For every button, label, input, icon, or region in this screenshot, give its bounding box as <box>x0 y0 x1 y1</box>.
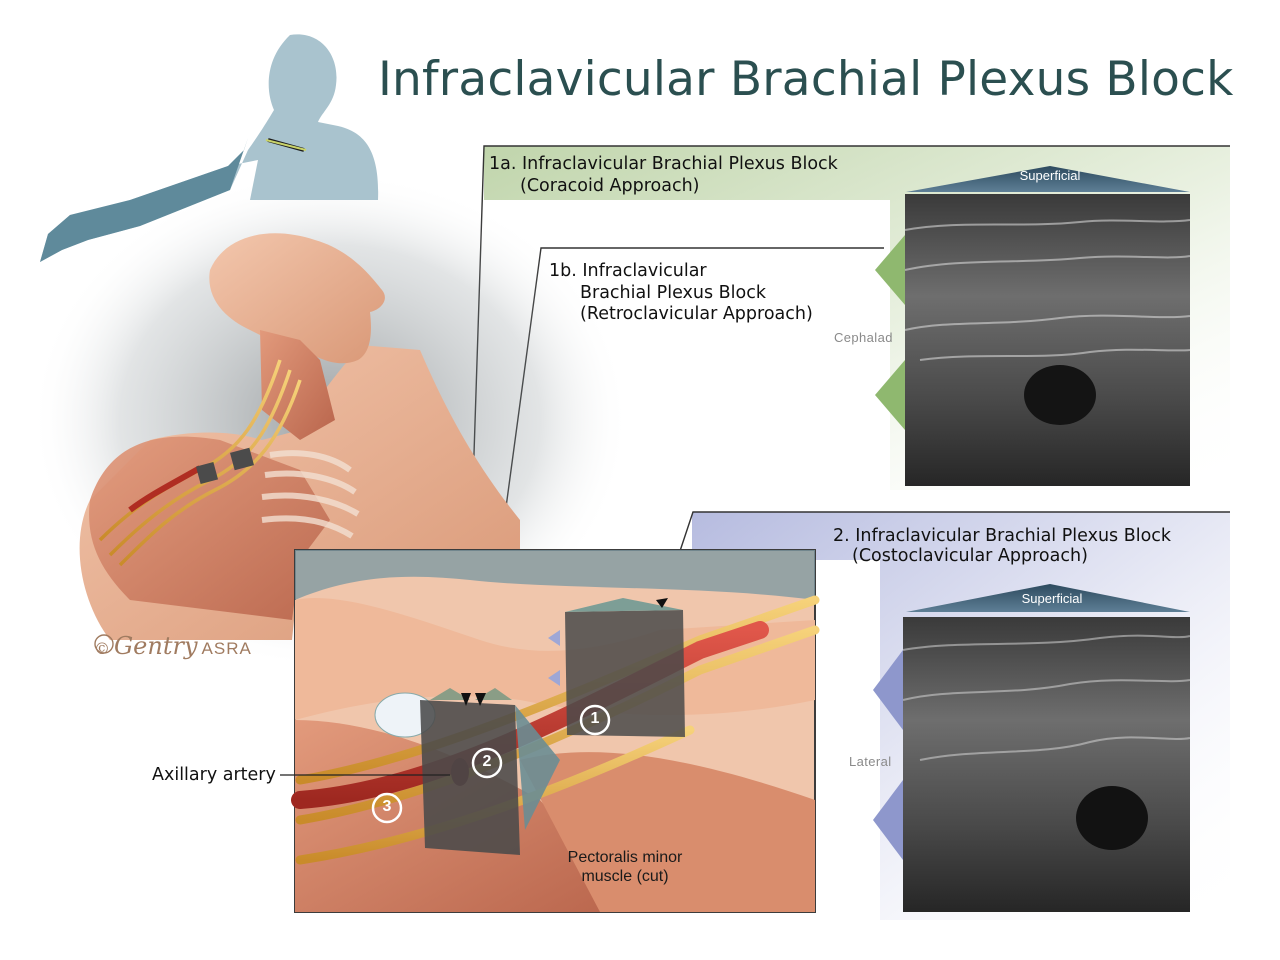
axillary-artery-label: Axillary artery <box>152 765 276 785</box>
label-2-line2: (Costoclavicular Approach) <box>852 546 1088 566</box>
pectoralis-label-line2: muscle (cut) <box>581 868 669 885</box>
signature-mark <box>94 634 114 654</box>
label-2-line1: 2. Infraclavicular Brachial Plexus Block <box>833 526 1172 546</box>
arrow-1a-tip <box>461 693 471 706</box>
pectoralis-label-line1: Pectoralis minor <box>567 849 683 866</box>
patient-anatomy <box>79 233 520 640</box>
inset-detail <box>291 549 820 913</box>
label-1b-line3: (Retroclavicular Approach) <box>580 304 813 324</box>
marker-2: 2 <box>482 753 492 770</box>
label-1a-line2: (Coracoid Approach) <box>520 176 700 196</box>
artist-signature: Gentry <box>114 632 198 660</box>
marker-1: 1 <box>590 710 600 727</box>
arrow-2-tip <box>656 598 668 608</box>
lateral-label: Lateral <box>849 754 892 769</box>
label-1a-line1: 1a. Infraclavicular Brachial Plexus Bloc… <box>489 154 838 174</box>
page-title: Infraclavicular Brachial Plexus Block <box>378 52 1234 107</box>
silhouette-figure <box>40 34 379 262</box>
copyright-symbol: © <box>94 639 110 658</box>
cephalad-label: Cephalad <box>834 330 893 345</box>
ultrasound-top <box>875 166 1191 486</box>
label-1b-line2: Brachial Plexus Block <box>580 283 766 303</box>
signature-org: ASRA <box>201 639 252 658</box>
label-1b-line1: 1b. Infraclavicular <box>549 261 707 281</box>
arrow-1b-tip <box>475 693 486 706</box>
superficial-label-top: Superficial <box>1019 168 1081 183</box>
superficial-label-bottom: Superficial <box>1021 591 1083 606</box>
marker-3: 3 <box>382 798 392 815</box>
ultrasound-bottom <box>873 584 1191 912</box>
